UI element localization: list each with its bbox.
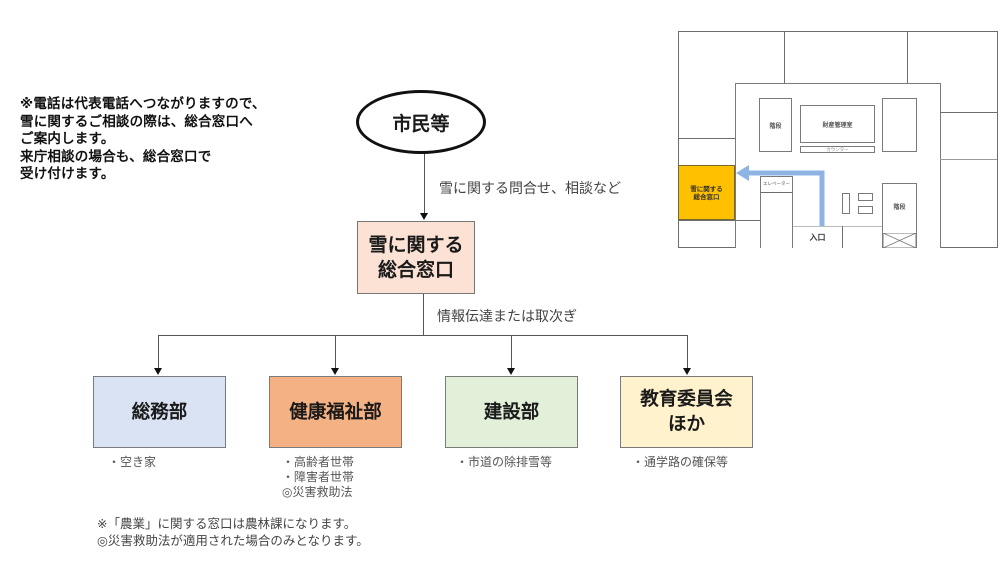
dept-health-welfare-notes: ・高齢者世帯 ・障害者世帯 ◎災害救助法 bbox=[282, 455, 354, 500]
arrowhead-icon bbox=[420, 213, 428, 220]
arrowhead-icon bbox=[154, 368, 162, 375]
stairs-left-label: 階段 bbox=[769, 122, 782, 130]
snow-general-desk-label: 雪に関する 総合窓口 bbox=[368, 233, 464, 281]
dept-label: 建設部 bbox=[483, 401, 540, 423]
branch-line bbox=[158, 335, 688, 336]
stairs-left: 階段 bbox=[759, 98, 792, 152]
dept-board-of-education: 教育委員会 ほか bbox=[620, 376, 753, 448]
wall bbox=[940, 112, 997, 113]
connector-dept-4 bbox=[687, 335, 688, 369]
connector-citizen-to-desk bbox=[424, 154, 425, 214]
dept-board-of-education-notes: ・通学路の確保等 bbox=[632, 455, 728, 470]
dept-construction-notes: ・市道の除排雪等 bbox=[456, 455, 552, 470]
dept-label: 教育委員会 ほか bbox=[640, 389, 733, 435]
connector-dept-3 bbox=[511, 335, 512, 369]
stairs-right: 階段 bbox=[882, 183, 917, 248]
room-right bbox=[882, 98, 917, 152]
entrance-threshold bbox=[793, 226, 883, 227]
wall bbox=[784, 31, 785, 83]
footnotes: ※「農業」に関する窓口は農林課になります。 ◎災害救助法が適用された場合のみとな… bbox=[97, 515, 369, 549]
wall bbox=[678, 138, 735, 139]
stairs-right-label: 階段 bbox=[893, 204, 906, 211]
arrowhead-icon bbox=[507, 368, 515, 375]
wall bbox=[678, 220, 760, 221]
phone-notice: ※電話は代表電話へつながりますので、 雪に関するご相談の際は、総合窓口へ ご案内… bbox=[20, 96, 266, 182]
dept-label: 健康福祉部 bbox=[289, 401, 382, 423]
footnote-agriculture: ※「農業」に関する窓口は農林課になります。 bbox=[97, 516, 357, 531]
entrance-label: 入口 bbox=[809, 233, 826, 242]
footnote-disaster-relief: ◎災害救助法が適用された場合のみとなります。 bbox=[97, 533, 369, 548]
connector-dept-2 bbox=[335, 335, 336, 369]
fixture bbox=[858, 206, 873, 214]
wall bbox=[842, 226, 843, 248]
property-office-label: 財産管理室 bbox=[822, 121, 853, 129]
dept-general-affairs: 総務部 bbox=[93, 376, 226, 448]
fixture bbox=[842, 193, 850, 214]
dept-note: ◎災害救助法 bbox=[282, 485, 353, 499]
dept-note: ・障害者世帯 bbox=[282, 470, 355, 484]
elevator: エレベーター bbox=[760, 176, 793, 248]
wall bbox=[761, 192, 792, 193]
inquiry-edge-label: 雪に関する問合せ、相談など bbox=[439, 181, 621, 197]
dept-note: ・高齢者世帯 bbox=[282, 455, 355, 469]
route-arrow-icon bbox=[736, 165, 825, 226]
snow-general-desk-node: 雪に関する 総合窓口 bbox=[357, 221, 475, 294]
stair-void-icon bbox=[883, 233, 916, 248]
arrowhead-icon bbox=[331, 368, 339, 375]
dept-label: 総務部 bbox=[131, 401, 188, 423]
connector-desk-down bbox=[423, 294, 424, 336]
citizens-node: 市民等 bbox=[356, 90, 486, 154]
dept-note: ・通学路の確保等 bbox=[632, 455, 729, 469]
relay-edge-label: 情報伝達または取次ぎ bbox=[437, 309, 577, 325]
dept-general-affairs-notes: ・空き家 bbox=[108, 455, 156, 470]
counter: カウンター bbox=[800, 146, 875, 153]
dept-health-welfare: 健康福祉部 bbox=[269, 376, 402, 448]
citizens-label: 市民等 bbox=[392, 112, 450, 135]
counter-label: カウンター bbox=[826, 147, 849, 153]
connector-dept-1 bbox=[158, 335, 159, 369]
wall bbox=[940, 159, 997, 160]
snow-desk-label: 雪に関する 総合窓口 bbox=[690, 184, 723, 201]
wall bbox=[907, 31, 908, 83]
property-office: 財産管理室 bbox=[800, 105, 875, 143]
arrowhead-icon bbox=[683, 368, 691, 375]
dept-note: ・市道の除排雪等 bbox=[456, 455, 553, 469]
dept-construction: 建設部 bbox=[445, 376, 578, 448]
snow-desk-location: 雪に関する 総合窓口 bbox=[678, 165, 735, 220]
elevator-label: エレベーター bbox=[763, 182, 790, 187]
dept-note: ・空き家 bbox=[108, 455, 157, 469]
fixture bbox=[858, 193, 873, 201]
